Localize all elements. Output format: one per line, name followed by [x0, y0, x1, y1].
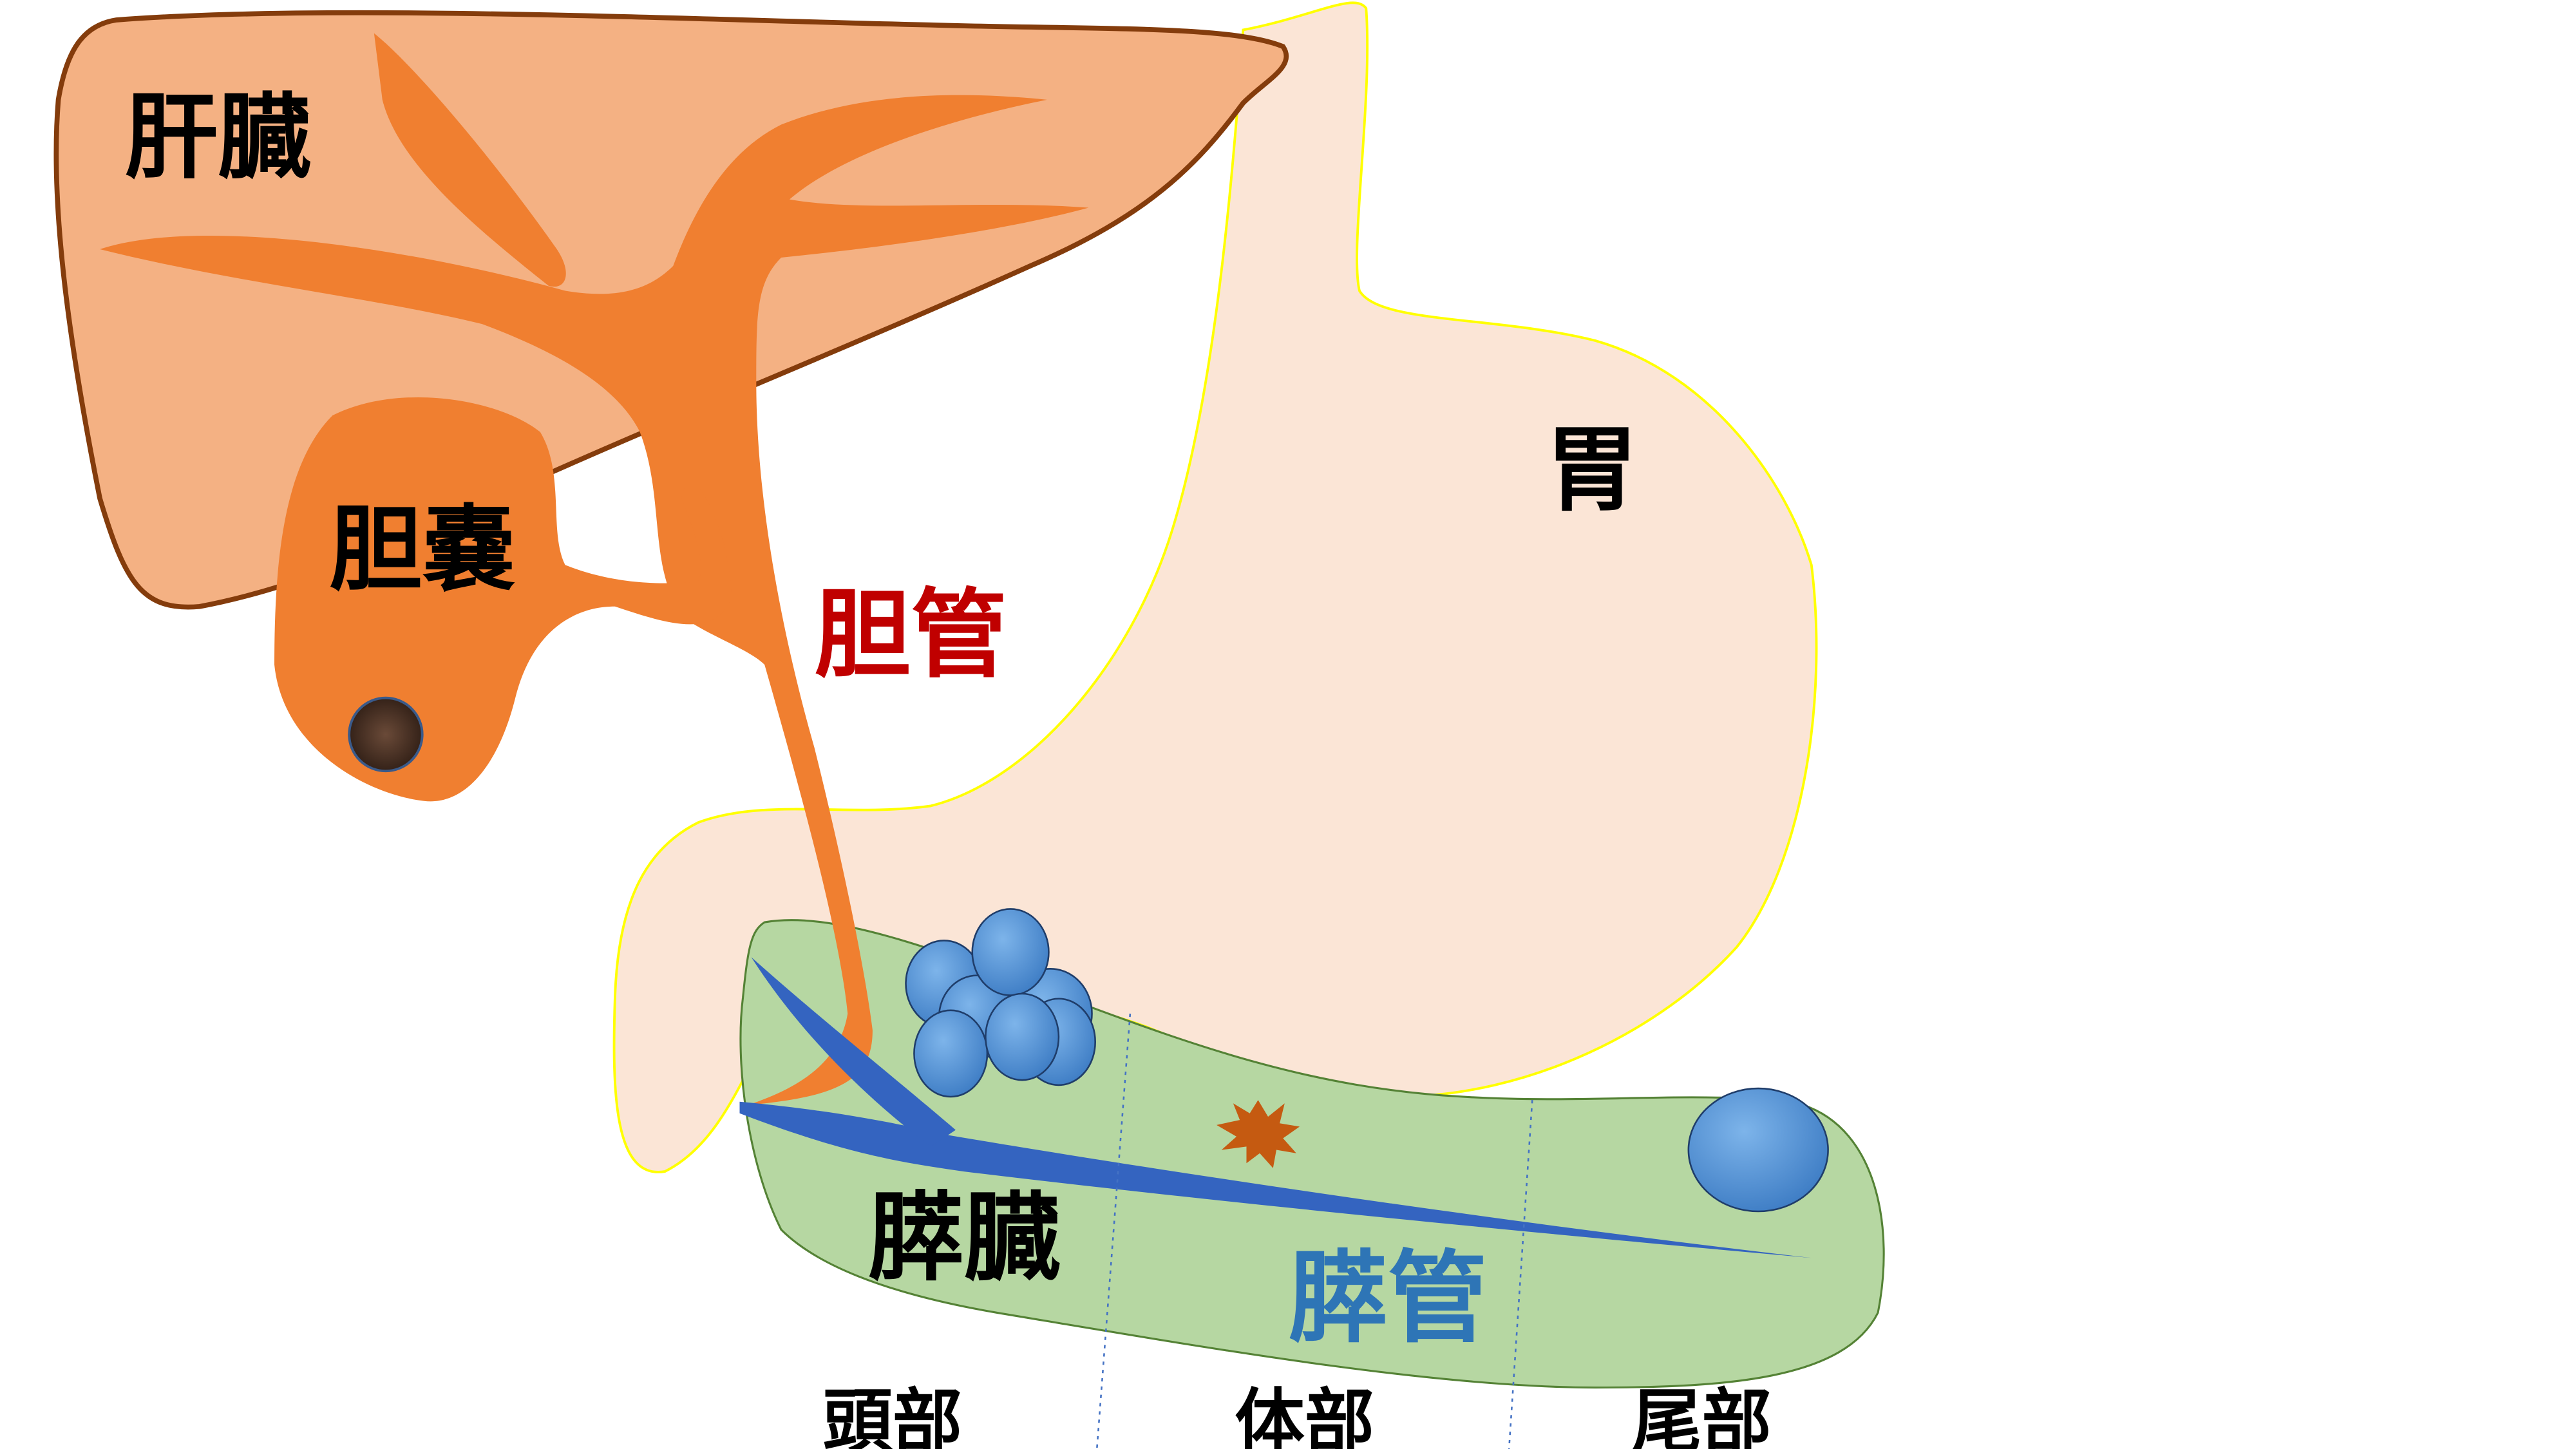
stomach-label: 胃 [1546, 416, 1638, 524]
bile-duct-label: 胆管 [815, 579, 1007, 691]
tail-cyst [1687, 1087, 1829, 1213]
cyst-cluster [905, 908, 1096, 1098]
liver-label: 肝臓 [125, 84, 311, 192]
gallstone [348, 696, 424, 773]
pancreatic-duct [739, 957, 1812, 1258]
head-body-divider [1095, 1013, 1132, 1449]
body-tail-divider [1508, 1100, 1533, 1449]
pancreatic-duct-label: 膵管 [1288, 1240, 1488, 1356]
tumor-starburst [1217, 1100, 1300, 1168]
body-label: 体部 [1235, 1381, 1374, 1449]
pancreas-label: 膵臓 [867, 1182, 1060, 1294]
tail-label: 尾部 [1632, 1381, 1772, 1449]
gallbladder-label: 胆嚢 [329, 496, 515, 604]
head-label: 頭部 [823, 1381, 963, 1449]
